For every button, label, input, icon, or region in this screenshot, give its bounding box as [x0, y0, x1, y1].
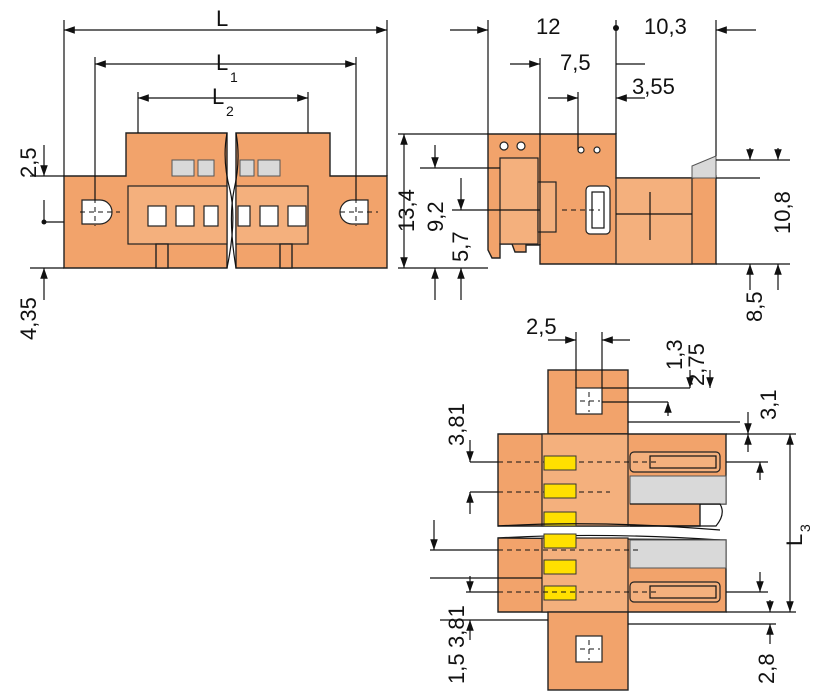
dim-2-75: 2,75	[684, 343, 709, 386]
contact	[543, 559, 577, 575]
dim-2-5-bottom: 2,5	[526, 314, 557, 339]
dim-10-3: 10,3	[644, 14, 687, 39]
side-view	[487, 133, 717, 265]
dim-3-81-bottom: 3,81	[444, 605, 469, 648]
dim-L1: L	[216, 50, 228, 75]
bottom-dimensions	[430, 332, 796, 644]
contact	[543, 533, 577, 549]
dim-3-1: 3,1	[756, 389, 781, 420]
dim-3-55: 3,55	[632, 74, 675, 99]
dim-10-8: 10,8	[770, 191, 795, 234]
dim-L2: L	[212, 84, 224, 109]
side-dimensions	[398, 20, 790, 300]
contact	[543, 511, 577, 527]
contact	[543, 455, 577, 471]
dim-L: L	[216, 6, 228, 31]
dim-5-7: 5,7	[448, 231, 473, 262]
dim-9-2: 9,2	[423, 201, 448, 232]
dim-L2-sub: 2	[226, 103, 234, 119]
contact-hole	[147, 205, 167, 227]
contact-hole	[203, 205, 219, 227]
dim-2-5-left: 2,5	[16, 147, 41, 178]
dim-12: 12	[536, 14, 560, 39]
dim-13-4: 13,4	[394, 189, 419, 232]
mounting-hole-left	[81, 199, 113, 225]
dim-7-5: 7,5	[560, 50, 591, 75]
bottom-view	[497, 369, 727, 691]
dim-L3-sub: 3	[797, 524, 813, 532]
front-view	[41, 132, 388, 269]
contact-hole	[237, 205, 251, 227]
dim-2-8: 2,8	[754, 653, 779, 684]
contact	[543, 585, 577, 601]
contact	[543, 483, 577, 499]
dim-3-81-top: 3,81	[444, 403, 469, 446]
contact-hole	[287, 205, 307, 227]
dim-8-5: 8,5	[742, 291, 767, 322]
dim-4-35: 4,35	[16, 297, 41, 340]
front-dimensions	[30, 20, 388, 300]
dim-L3: L	[782, 534, 807, 546]
contact-hole	[175, 205, 195, 227]
dim-1-5: 1,5	[444, 653, 469, 684]
contact-hole	[259, 205, 279, 227]
dim-L1-sub: 1	[230, 69, 238, 85]
dim-1-3: 1,3	[662, 339, 687, 370]
